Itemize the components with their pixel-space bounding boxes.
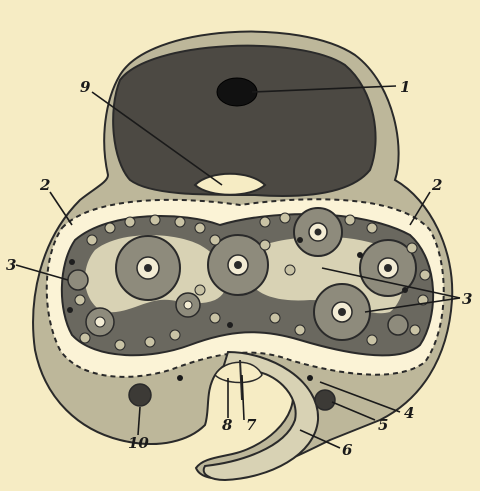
label-10: 10: [128, 434, 149, 452]
label-5: 5: [378, 416, 388, 434]
label-9: 9: [80, 78, 91, 96]
label-1: 1: [400, 78, 410, 96]
nucleus-1: [217, 78, 257, 106]
vessel-4: [307, 375, 313, 381]
vessel-10: [129, 384, 151, 406]
label-8: 8: [222, 416, 233, 434]
small-vessel: [177, 375, 183, 381]
label-3-right: 3: [462, 290, 472, 308]
ovum: [388, 315, 408, 335]
vessel-5: [315, 390, 335, 410]
label-2-left: 2: [39, 176, 50, 194]
label-7: 7: [246, 416, 257, 434]
label-3-left: 3: [6, 256, 16, 274]
dark-yolk-mass: [113, 46, 375, 196]
label-2-right: 2: [431, 176, 442, 194]
ovum: [68, 270, 88, 290]
label-4: 4: [404, 404, 414, 422]
label-6: 6: [342, 441, 353, 459]
